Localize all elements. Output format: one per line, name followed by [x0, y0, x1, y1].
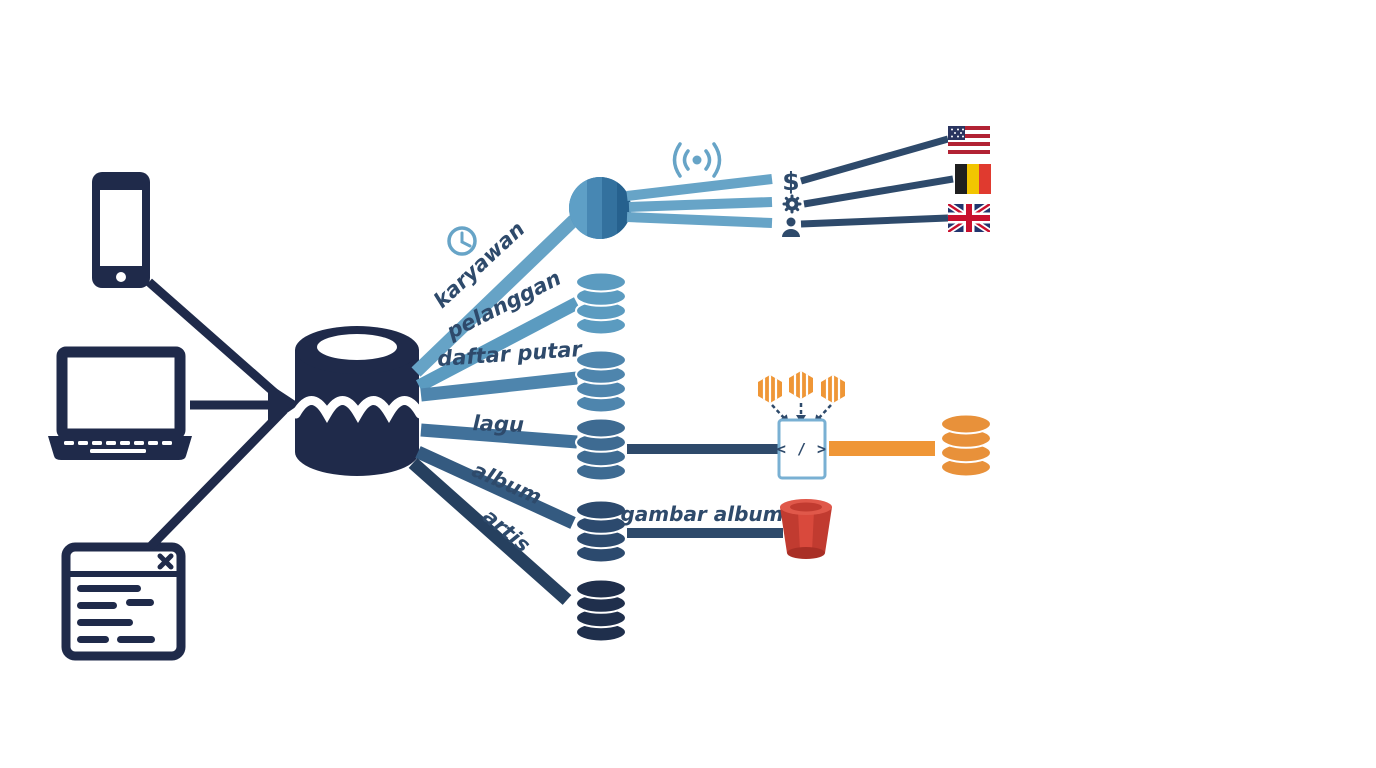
dollar-icon: $ [782, 167, 799, 196]
lagu-line [420, 423, 578, 449]
broadcast-icon [672, 142, 722, 178]
code-file-icon: < / > [777, 418, 827, 480]
orange-database-icon [940, 413, 992, 478]
device-connector-lines [146, 278, 288, 551]
globe-fan-lines [626, 174, 773, 228]
daftar-putar-line [420, 371, 578, 402]
gear-icon [782, 194, 802, 214]
artis-database-icon [575, 578, 627, 643]
wave-pattern [291, 396, 425, 424]
artis-line [408, 458, 572, 605]
uk-flag-icon [948, 204, 990, 232]
lagu-database-icon [575, 417, 627, 482]
lambda-icon [821, 375, 845, 403]
album-database-icon [575, 499, 627, 564]
daftar-putar-database-icon [575, 349, 627, 414]
s3-bucket-icon [780, 499, 832, 559]
clock-icon [447, 226, 477, 256]
album-line [415, 446, 576, 529]
laptop-icon [48, 346, 192, 460]
main-database-icon [291, 326, 425, 476]
dashed-arrows [771, 403, 832, 420]
branch-lines [408, 215, 581, 605]
branch-label-daftar-putar: daftar putar [436, 337, 584, 371]
close-icon [157, 553, 174, 570]
globe-node-icon [569, 177, 631, 239]
branch-label-lagu: lagu [472, 411, 524, 437]
karyawan-line [411, 215, 579, 377]
code-file-text: < / > [777, 440, 827, 458]
branch-label-album: album [469, 458, 546, 510]
arrow-icon [268, 383, 300, 426]
gambar-album-label: gambar album [620, 502, 783, 526]
phone-connector-line [146, 278, 287, 405]
person-icon [782, 217, 800, 237]
pelanggan-database-icon [575, 271, 627, 336]
browser-connector-line [146, 406, 288, 551]
smartphone-icon [92, 172, 150, 288]
orange-pipeline-bar [829, 441, 935, 456]
belgium-flag-icon [955, 164, 991, 194]
lambda-icon [789, 371, 813, 399]
browser-window-icon [61, 542, 186, 661]
pelanggan-line [415, 297, 581, 392]
flag-connector-lines [800, 135, 954, 228]
us-flag-icon [948, 126, 990, 154]
lambda-icon [758, 375, 782, 403]
